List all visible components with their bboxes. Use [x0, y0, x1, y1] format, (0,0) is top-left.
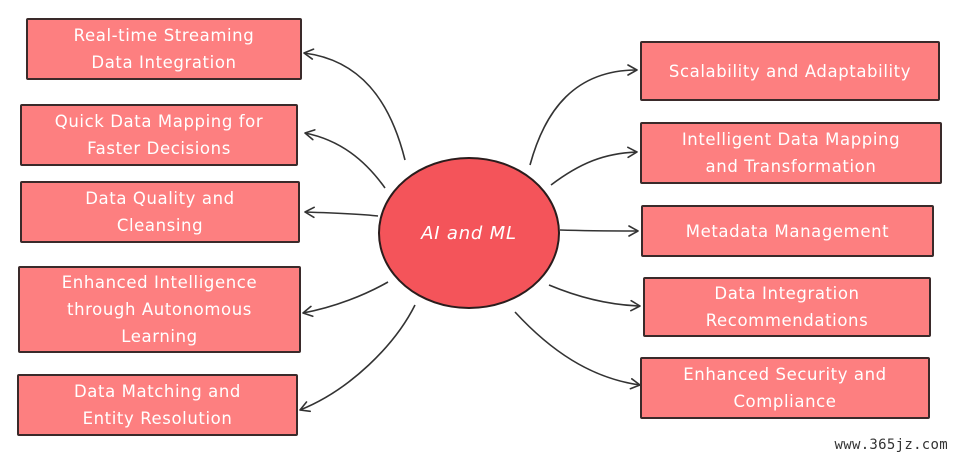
node-text-line: Metadata Management: [685, 221, 890, 241]
arrow-to-data-matching: [299, 304, 416, 413]
node-text-line: Real-time Streaming: [73, 26, 255, 45]
watermark-text: www.365jz.com: [834, 437, 948, 453]
node-text-line: Faster Decisions: [87, 139, 231, 158]
arrow-to-quick-data-mapping: [304, 129, 386, 189]
node-text-line: and Transformation: [705, 157, 877, 176]
node-scalability-and-adaptability: Scalability and Adaptability: [640, 41, 940, 101]
node-text-line: Enhanced Intelligence: [61, 273, 258, 292]
arrow-to-data-quality: [304, 206, 379, 219]
arrow-to-enhanced-security: [514, 311, 641, 390]
node-text-line: Data Integration: [714, 284, 860, 303]
node-intelligent-data-mapping-and-transformation: Intelligent Data Mapping and Transformat…: [640, 122, 942, 184]
node-data-matching-and-entity-resolution: Data Matching and Entity Resolution: [17, 374, 298, 436]
node-text-line: Data Quality and: [85, 189, 235, 208]
node-text-line: Quick Data Mapping for: [54, 112, 264, 131]
arrow-to-enhanced-intelligence: [302, 281, 389, 318]
node-metadata-management: Metadata Management: [641, 205, 934, 257]
node-enhanced-intelligence-through-autonomous-learning: Enhanced Intelligence through Autonomous…: [18, 266, 301, 353]
arrow-to-intelligent-data-mapping: [550, 146, 638, 186]
node-real-time-streaming-data-integration: Real-time Streaming Data Integration: [26, 18, 302, 80]
node-text-line: Data Matching and: [74, 382, 241, 401]
arrow-to-metadata-management: [559, 225, 639, 237]
node-text-line: Scalability and Adaptability: [668, 61, 912, 81]
arrow-to-data-integration-recommendations: [548, 284, 641, 312]
node-text-line: Entity Resolution: [82, 409, 233, 428]
node-text-line: Recommendations: [705, 311, 869, 330]
node-text-line: Compliance: [733, 392, 837, 411]
hub-ai-and-ml: AI and ML: [378, 157, 560, 309]
node-text-line: Data Integration: [91, 53, 237, 72]
arrow-to-scalability: [529, 64, 638, 166]
node-text-line: Intelligent Data Mapping: [681, 130, 901, 149]
node-text-line: through Autonomous: [67, 300, 252, 319]
node-data-quality-and-cleansing: Data Quality and Cleansing: [20, 181, 300, 243]
node-text-line: Enhanced Security and: [683, 365, 887, 384]
node-enhanced-security-and-compliance: Enhanced Security and Compliance: [640, 357, 930, 419]
node-text-line: Cleansing: [116, 216, 204, 235]
arrow-to-real-time-streaming: [303, 48, 406, 161]
node-text-line: Learning: [121, 327, 198, 346]
node-data-integration-recommendations: Data Integration Recommendations: [643, 277, 931, 337]
hub-label: AI and ML: [421, 222, 517, 244]
node-quick-data-mapping-for-faster-decisions: Quick Data Mapping for Faster Decisions: [20, 104, 298, 166]
